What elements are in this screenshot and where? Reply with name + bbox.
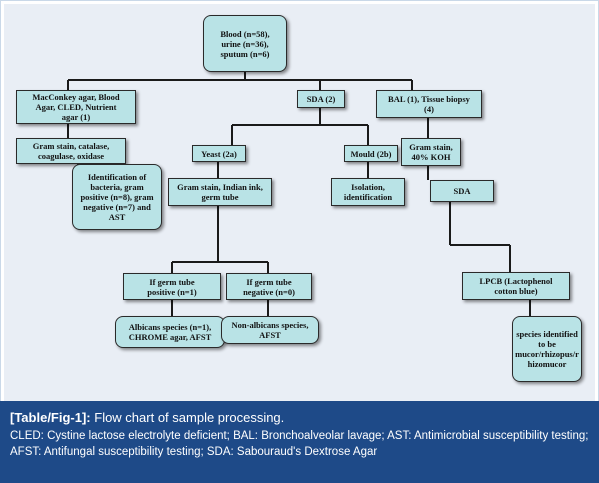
node-macconkey-media: MacConkey agar, Blood Agar, CLED, Nutrie…	[16, 90, 136, 124]
node-isolation-identification: Isolation, identification	[331, 178, 405, 206]
node-gram-stain-indian-ink: Gram stain, Indian ink, germ tube	[168, 178, 272, 206]
node-species-identified: species identified to be mucor/rhizopus/…	[512, 316, 582, 382]
node-sda-bal: SDA	[430, 180, 494, 202]
caption-title: Flow chart of sample processing.	[90, 410, 285, 425]
node-lpcb: LPCB (Lactophenol cotton blue)	[462, 272, 570, 300]
node-mould: Mould (2b)	[344, 145, 398, 162]
node-gram-stain-bacteria: Gram stain, catalase, coagulase, oxidase	[16, 138, 126, 164]
node-yeast: Yeast (2a)	[192, 145, 246, 162]
node-non-albicans-species: Non-albicans species, AFST	[221, 316, 319, 344]
node-bal-tissue-biopsy: BAL (1), Tissue biopsy (4)	[376, 90, 482, 118]
node-sda-main: SDA (2)	[297, 90, 345, 108]
figure-caption: [Table/Fig-1]: Flow chart of sample proc…	[0, 401, 599, 483]
caption-label: [Table/Fig-1]:	[10, 410, 91, 425]
caption-title-line: [Table/Fig-1]: Flow chart of sample proc…	[10, 409, 589, 426]
node-germ-tube-negative: If germ tube negative (n=0)	[226, 273, 312, 300]
node-gram-stain-koh: Gram stain, 40% KOH	[401, 138, 461, 166]
node-albicans-species: Albicans species (n=1), CHROME agar, AFS…	[115, 316, 225, 348]
node-samples: Blood (n=58), urine (n=36), sputum (n=6)	[203, 15, 287, 72]
node-bacteria-identification: Identification of bacteria, gram positiv…	[72, 164, 162, 230]
caption-abbreviations: CLED: Cystine lactose electrolyte defici…	[10, 430, 589, 458]
node-germ-tube-positive: If germ tube positive (n=1)	[123, 273, 221, 300]
